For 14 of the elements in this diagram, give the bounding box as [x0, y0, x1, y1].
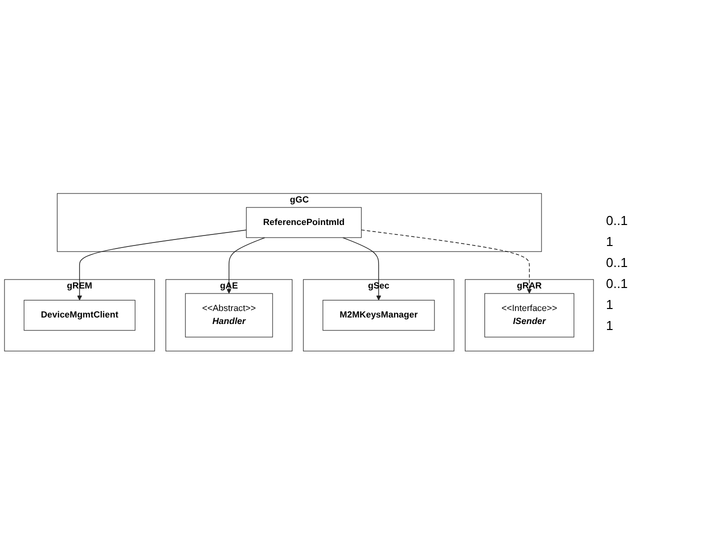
multiplicity-label: 1	[606, 296, 614, 312]
multiplicity-label: 1	[606, 234, 614, 248]
node-box	[246, 207, 362, 238]
multiplicity-label: 0..1	[606, 254, 629, 270]
arrow	[226, 238, 266, 294]
multiplicity-label: 1	[606, 318, 614, 332]
arrow	[342, 238, 382, 301]
multiplicity-label: 0..1	[606, 212, 629, 228]
arrow	[77, 230, 247, 301]
multiplicity-label: 0..1	[606, 276, 629, 290]
node-box	[484, 293, 574, 338]
node-box	[24, 300, 136, 331]
node-box	[185, 293, 273, 338]
node-box	[322, 300, 435, 331]
